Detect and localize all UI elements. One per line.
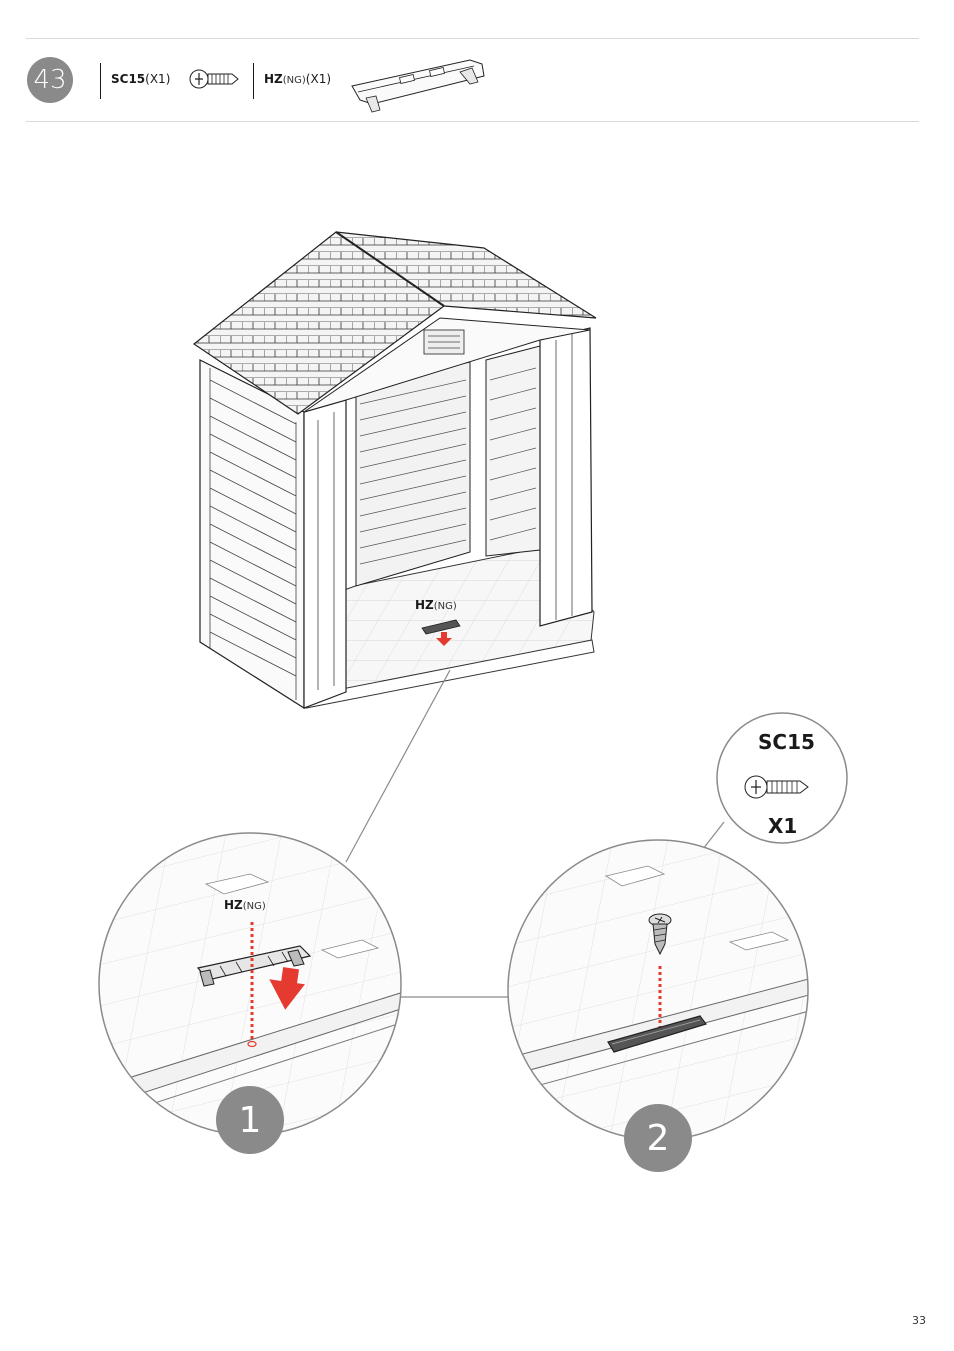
main-hz-label: HZ(NG) [415, 598, 457, 612]
substep-1-badge: 1 [216, 1086, 284, 1154]
callout-qty: X1 [768, 814, 797, 838]
detail1-hz-label: HZ(NG) [224, 898, 266, 912]
page-number: 33 [912, 1314, 926, 1327]
shed-drawing [194, 232, 596, 708]
detail-circle-2 [500, 836, 820, 1146]
part-code: HZ [415, 598, 434, 612]
hinge-bracket-icon [352, 60, 484, 112]
screw-icon [190, 70, 238, 88]
part-variant: (NG) [243, 901, 266, 912]
part-code: HZ [224, 898, 243, 912]
substep-2-badge: 2 [624, 1104, 692, 1172]
part-variant: (NG) [434, 601, 457, 612]
callout-code: SC15 [758, 730, 815, 754]
